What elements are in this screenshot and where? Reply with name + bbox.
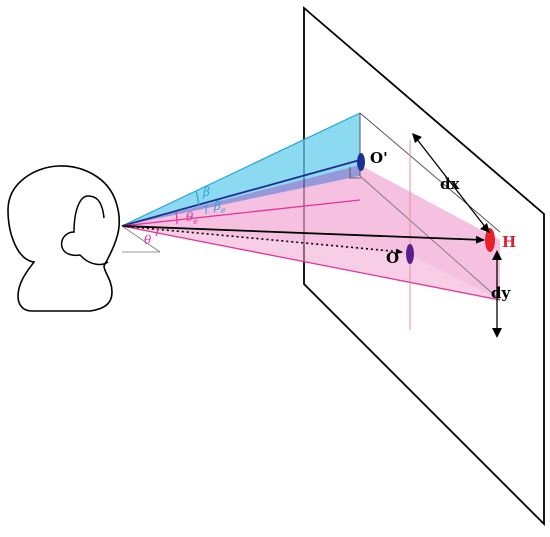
h-marker xyxy=(485,228,495,252)
label-h: H xyxy=(502,233,516,251)
label-theta: θ xyxy=(144,233,152,247)
dy-arrowhead-bottom xyxy=(492,328,502,338)
label-o: O xyxy=(386,249,399,267)
theta-e-index: e xyxy=(193,217,198,226)
beta-e-symbol: β xyxy=(213,199,221,213)
o-marker xyxy=(406,244,414,264)
label-beta: β xyxy=(202,185,210,199)
label-dy: dy xyxy=(491,284,511,302)
o-prime-marker xyxy=(357,153,365,171)
dx-arrowhead-top xyxy=(412,133,422,143)
label-o-prime: O' xyxy=(370,149,388,167)
beta-e-index: e xyxy=(221,206,226,215)
label-dx: dx xyxy=(440,175,460,193)
